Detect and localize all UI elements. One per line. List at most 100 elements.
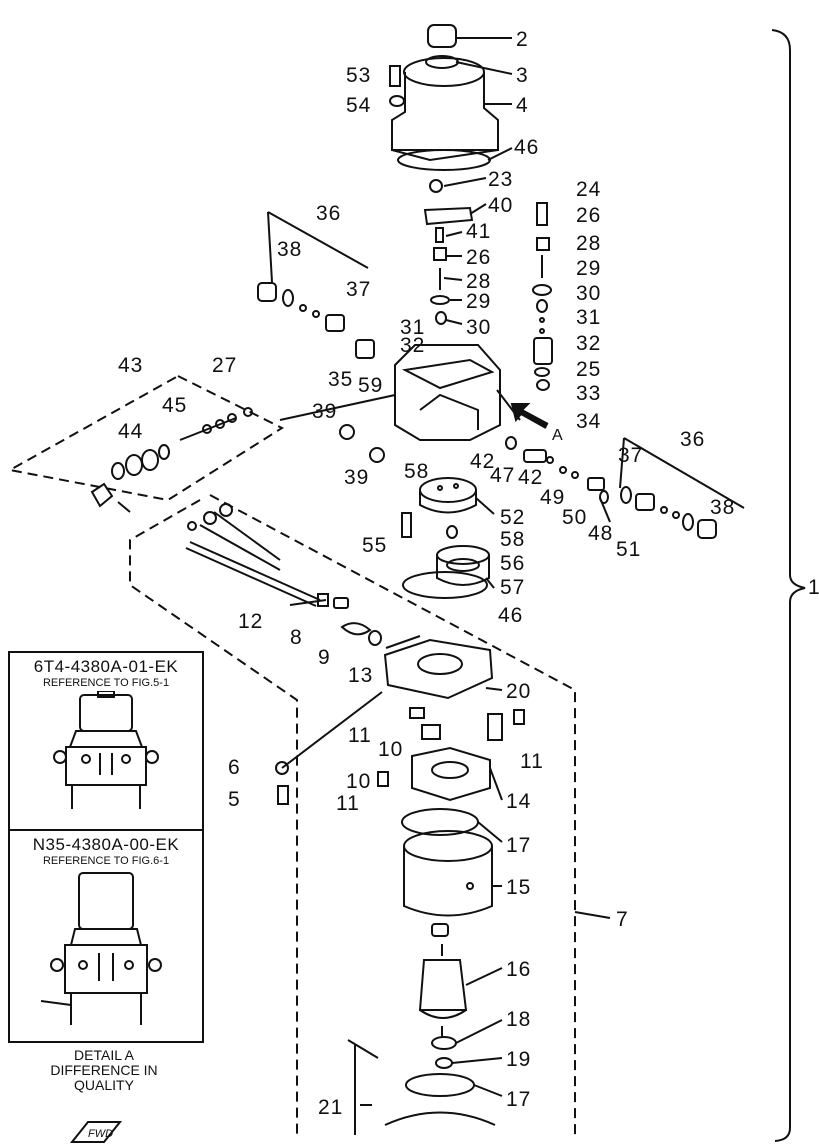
detail-line-1: DETAIL A [74, 1047, 134, 1063]
label-33: 33 [576, 382, 601, 405]
label-30b: 30 [576, 282, 601, 305]
cable-12 [185, 503, 329, 607]
pump-body [279, 344, 521, 441]
label-35: 35 [328, 368, 353, 391]
label-40: 40 [488, 194, 513, 217]
detail-caption: DETAIL A DIFFERENCE IN QUALITY [8, 1048, 200, 1093]
reference-code: 6T4-4380A-01-EK [33, 657, 179, 676]
label-2: 2 [516, 28, 529, 51]
label-46b: 46 [498, 604, 523, 627]
end-cap-partial [384, 1111, 496, 1126]
brush-assembly [275, 691, 525, 802]
label-55: 55 [362, 534, 387, 557]
plug-39-lower [369, 447, 385, 463]
reference-code: N35-4380A-00-EK [32, 835, 180, 854]
motor-assembly-boundary-right [209, 494, 576, 1135]
label-10b: 10 [346, 770, 371, 793]
label-19: 19 [506, 1048, 531, 1071]
part-labels: 2 3 53 54 4 46 23 40 41 26 28 29 30 31 3… [118, 28, 819, 1119]
label-39: 39 [312, 400, 337, 423]
reference-box-2: N35-4380A-00-EK REFERENCE TO FIG.6-1 [8, 829, 204, 1043]
label-26: 26 [466, 246, 491, 269]
label-12: 12 [238, 610, 263, 633]
screw-53 [389, 65, 401, 87]
label-49: 49 [540, 486, 565, 509]
label-58b: 58 [500, 528, 525, 551]
label-9: 9 [318, 646, 331, 669]
label-16: 16 [506, 958, 531, 981]
o-ring-46-lower [402, 571, 488, 599]
plug-39-upper [339, 424, 355, 440]
label-50: 50 [562, 506, 587, 529]
washer-54 [389, 95, 405, 107]
label-48: 48 [588, 522, 613, 545]
label-26b: 26 [576, 204, 601, 227]
bearing-18 [431, 1036, 457, 1050]
label-43: 43 [118, 354, 143, 377]
label-38b: 38 [710, 496, 735, 519]
label-47: 47 [490, 464, 515, 487]
label-7: 7 [616, 908, 629, 931]
reference-subtitle: REFERENCE TO FIG.6-1 [42, 855, 170, 867]
fwd-arrow-icon: FWD [69, 1121, 123, 1143]
label-28: 28 [466, 270, 491, 293]
label-51: 51 [616, 538, 641, 561]
label-59: 59 [358, 374, 383, 397]
label-38: 38 [277, 238, 302, 261]
label-42b: 42 [518, 466, 543, 489]
label-58: 58 [404, 460, 429, 483]
label-13: 13 [348, 664, 373, 687]
label-21: 21 [318, 1096, 343, 1119]
label-8: 8 [290, 626, 303, 649]
pin-56 [446, 525, 458, 539]
ball-30 [435, 311, 447, 325]
label-36b: 36 [680, 428, 705, 451]
screw-8 [333, 597, 349, 609]
motor-assembly-boundary [129, 499, 298, 1135]
fwd-label: FWD [88, 1128, 113, 1140]
label-3: 3 [516, 64, 529, 87]
washer-29 [430, 295, 450, 305]
pump-plate [419, 477, 477, 514]
label-31: 31 [400, 316, 425, 339]
gear-57 [436, 545, 490, 586]
label-54: 54 [346, 94, 371, 117]
label-11c: 11 [336, 792, 360, 815]
label-41: 41 [466, 220, 491, 243]
label-6: 6 [228, 756, 241, 779]
label-44: 44 [118, 420, 143, 443]
label-14: 14 [506, 790, 531, 813]
label-29: 29 [466, 290, 491, 313]
label-34: 34 [576, 410, 601, 433]
label-4: 4 [516, 94, 529, 117]
label-39b: 39 [344, 466, 369, 489]
label-20: 20 [506, 680, 531, 703]
right-valve-stack [532, 202, 553, 391]
label-24: 24 [576, 178, 601, 201]
right-cap-group [505, 436, 745, 539]
label-11b: 11 [520, 750, 544, 773]
detail-line-2: DIFFERENCE IN [50, 1062, 158, 1078]
label-30: 30 [466, 316, 491, 339]
view-arrow-a [510, 403, 549, 429]
label-32: 32 [400, 334, 425, 357]
detail-line-3: QUALITY [74, 1077, 134, 1093]
label-11: 11 [348, 724, 372, 747]
plate-40 [423, 206, 474, 226]
label-23: 23 [488, 168, 513, 191]
motor-base-20 [383, 635, 494, 700]
label-46: 46 [514, 136, 539, 159]
label-28b: 28 [576, 232, 601, 255]
reservoir-cover [391, 24, 499, 162]
stator-15 [403, 830, 493, 917]
label-32b: 32 [576, 332, 601, 355]
motor-front-view [53, 691, 159, 809]
valve-assembly-45 [90, 407, 253, 513]
group-bracket [771, 29, 806, 1142]
label-29b: 29 [576, 257, 601, 280]
left-cap-group [257, 211, 375, 359]
label-36: 36 [316, 202, 341, 225]
brush-19 [435, 1057, 453, 1069]
label-27: 27 [212, 354, 237, 377]
